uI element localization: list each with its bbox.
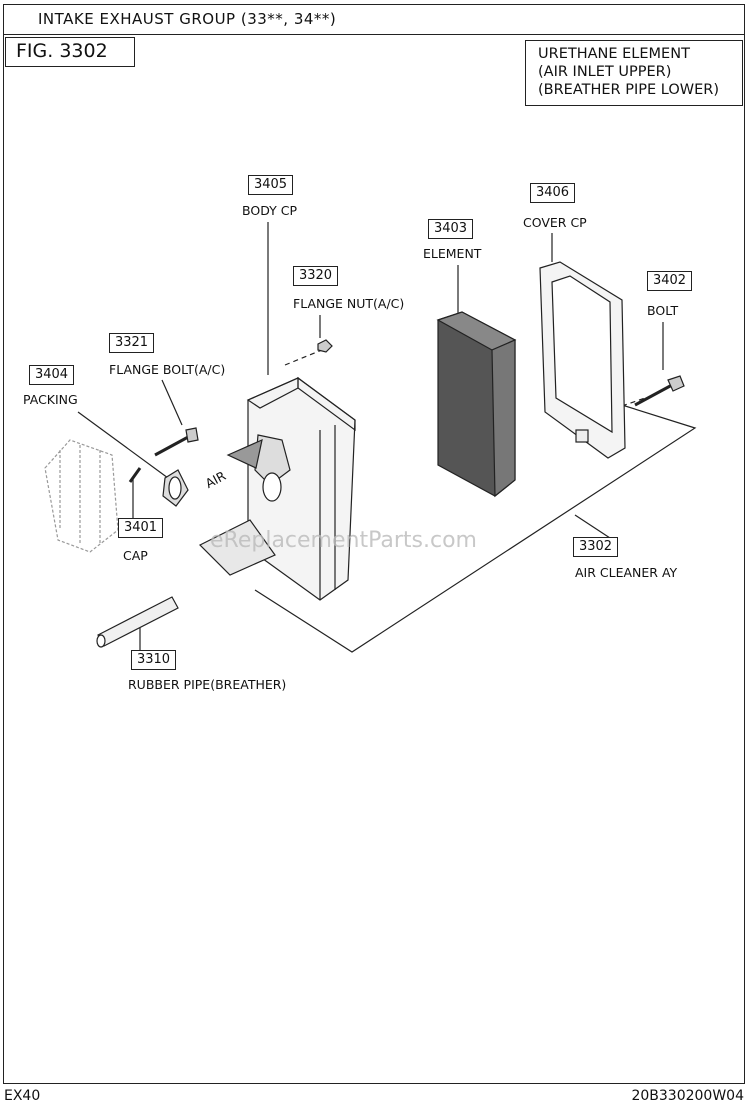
carburetor-outline [44, 439, 119, 553]
diagram-frame [3, 4, 745, 1084]
note-line-2: (AIR INLET UPPER) [538, 64, 672, 80]
part-number-3321[interactable]: 3321 [109, 333, 154, 353]
figure-number: FIG. 3302 [5, 37, 135, 67]
packing-part [162, 469, 189, 507]
flange-bolt-part [154, 427, 199, 457]
leader-3321 [161, 379, 183, 426]
part-number-3310[interactable]: 3310 [131, 650, 176, 670]
part-number-3401[interactable]: 3401 [118, 518, 163, 538]
header-divider [3, 34, 745, 35]
note-line-3: (BREATHER PIPE LOWER) [538, 82, 719, 98]
part-number-3406[interactable]: 3406 [530, 183, 575, 203]
part-number-3302[interactable]: 3302 [573, 537, 618, 557]
part-name-flange-bolt: FLANGE BOLT(A/C) [109, 362, 226, 377]
cover-cp-part [539, 261, 626, 459]
part-number-3402[interactable]: 3402 [647, 271, 692, 291]
part-number-3403[interactable]: 3403 [428, 219, 473, 239]
watermark: eReplacementParts.com [210, 528, 477, 553]
rubber-pipe-part [96, 596, 179, 648]
flange-nut-part [317, 339, 333, 353]
page-title: INTAKE EXHAUST GROUP (33**, 34**) [38, 10, 337, 28]
cap-part [128, 467, 142, 483]
footer-code: 20B330200W04 [631, 1088, 744, 1104]
part-name-element: ELEMENT [423, 246, 482, 261]
part-name-bolt: BOLT [647, 303, 679, 318]
body-cp-part [198, 376, 356, 601]
part-name-air-cleaner: AIR CLEANER AY [575, 565, 678, 580]
part-name-cap: CAP [123, 548, 148, 563]
assembly-bracket [254, 404, 697, 653]
leader-3302 [574, 514, 611, 539]
part-number-3320[interactable]: 3320 [293, 266, 338, 286]
part-number-3405[interactable]: 3405 [248, 175, 293, 195]
part-name-flange-nut: FLANGE NUT(A/C) [293, 296, 405, 311]
bolt-part [634, 375, 685, 407]
leader-3404 [77, 411, 169, 479]
part-name-rubber-pipe: RUBBER PIPE(BREATHER) [128, 677, 287, 692]
note-line-1: URETHANE ELEMENT [538, 46, 690, 62]
footer-model: EX40 [4, 1088, 41, 1104]
part-name-cover-cp: COVER CP [523, 215, 587, 230]
part-name-packing: PACKING [23, 392, 78, 407]
part-number-3404[interactable]: 3404 [29, 365, 74, 385]
note-box: URETHANE ELEMENT (AIR INLET UPPER) (BREA… [525, 40, 743, 106]
part-name-body-cp: BODY CP [242, 203, 298, 218]
element-part [436, 311, 517, 498]
